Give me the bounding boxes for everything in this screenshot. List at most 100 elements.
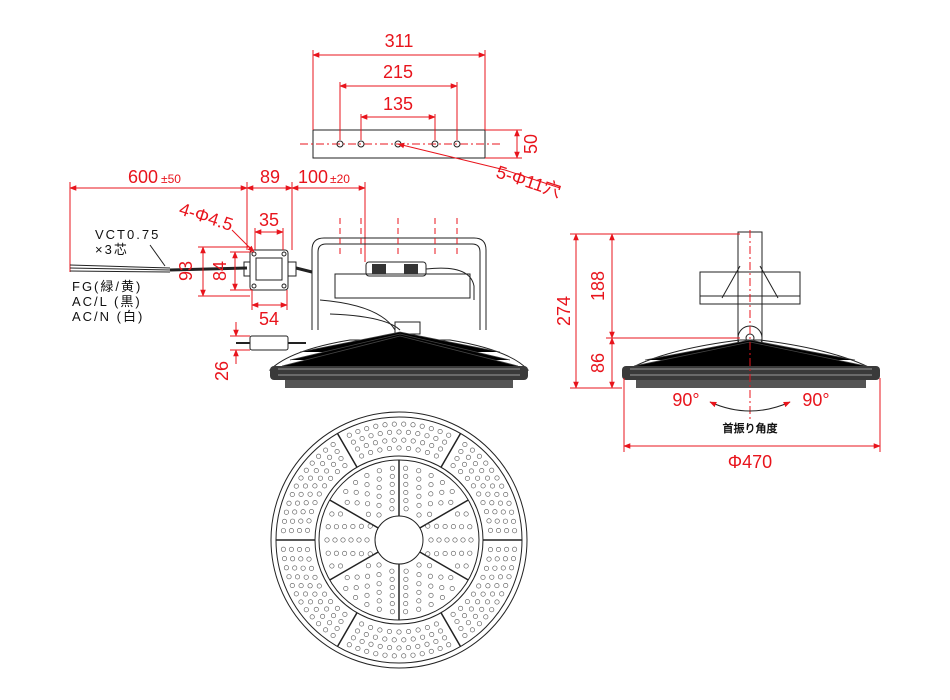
- led-dot: [376, 562, 382, 568]
- led-dot: [389, 473, 395, 479]
- led-dot: [442, 550, 448, 556]
- led-dot: [461, 613, 467, 619]
- led-dot: [316, 621, 322, 627]
- led-dot: [506, 500, 512, 506]
- led-dot: [312, 483, 318, 489]
- led-dot: [298, 583, 304, 589]
- led-dot: [433, 453, 439, 459]
- led-dot: [364, 537, 370, 543]
- led-dot: [354, 628, 360, 634]
- dim-600: 600: [128, 167, 158, 187]
- angle-right: 90°: [802, 390, 829, 410]
- led-dot: [298, 599, 304, 605]
- led-dot: [329, 511, 335, 517]
- led-dot: [333, 550, 339, 556]
- led-dot: [497, 500, 503, 506]
- led-dot: [344, 499, 350, 505]
- led-dot: [386, 628, 392, 634]
- led-dot: [427, 573, 433, 579]
- led-dot: [428, 592, 434, 598]
- led-dot: [389, 568, 395, 574]
- led-dot: [387, 429, 393, 435]
- led-dot: [312, 574, 318, 580]
- led-dot: [444, 537, 450, 543]
- led-dot: [427, 501, 433, 507]
- led-dot: [458, 625, 464, 631]
- led-dot: [494, 556, 500, 562]
- led-dot: [342, 524, 348, 530]
- led-dot: [410, 422, 416, 428]
- led-dot: [450, 524, 456, 530]
- led-dot: [504, 546, 510, 552]
- led-dot: [405, 429, 411, 435]
- led-dot: [468, 606, 474, 612]
- led-dot: [416, 468, 422, 474]
- led-dot: [323, 627, 329, 633]
- led-dot: [376, 468, 382, 474]
- led-dot: [420, 634, 426, 640]
- led-dot: [320, 613, 326, 619]
- led-dot: [359, 621, 365, 627]
- led-dot: [307, 491, 313, 497]
- led-dot: [334, 605, 340, 611]
- led-dot: [330, 613, 336, 619]
- led-dot: [401, 637, 407, 643]
- led-dot: [484, 599, 490, 605]
- led-dot: [376, 493, 382, 499]
- led-dot: [367, 551, 373, 557]
- led-dot: [364, 491, 370, 497]
- led-dot: [403, 489, 409, 495]
- led-dot: [419, 651, 425, 657]
- dim-600-tol: ±50: [161, 172, 181, 186]
- led-dot: [389, 576, 395, 582]
- hole-spec: 5-Φ11穴: [494, 162, 564, 202]
- led-dot: [303, 500, 309, 506]
- led-dot: [346, 642, 352, 648]
- led-dot: [452, 537, 458, 543]
- mount-holes: 4-Φ4.5: [177, 199, 236, 235]
- led-dot: [439, 594, 445, 600]
- led-dot: [353, 585, 359, 591]
- led-dot: [340, 537, 346, 543]
- led-dot: [307, 583, 313, 589]
- led-dot: [377, 643, 383, 649]
- led-dot: [454, 511, 460, 517]
- led-dot: [298, 556, 304, 562]
- led-dot: [290, 556, 296, 562]
- led-dot: [499, 591, 505, 597]
- led-dot: [454, 618, 460, 624]
- led-dot: [470, 483, 476, 489]
- led-dot: [425, 551, 431, 557]
- led-dot: [292, 509, 298, 515]
- led-dot: [419, 423, 425, 429]
- led-dot: [483, 614, 489, 620]
- led-dot: [499, 483, 505, 489]
- led-dot: [338, 618, 344, 624]
- led-dot: [436, 537, 442, 543]
- led-dot: [403, 593, 409, 599]
- led-dot: [353, 479, 359, 485]
- led-dot: [280, 528, 286, 534]
- led-dot: [343, 585, 349, 591]
- led-dot: [294, 574, 300, 580]
- led-dot: [376, 485, 382, 491]
- led-dot: [420, 440, 426, 446]
- angle-label: 首振り角度: [723, 421, 779, 435]
- led-dot: [288, 546, 294, 552]
- led-dot: [334, 625, 340, 631]
- led-dot: [467, 550, 473, 556]
- led-dot: [446, 642, 452, 648]
- led-dot: [389, 465, 395, 471]
- led-dot: [485, 491, 491, 497]
- led-dot: [492, 565, 498, 571]
- dim-274: 274: [554, 296, 574, 326]
- dim-135: 135: [383, 94, 413, 114]
- led-dot: [280, 546, 286, 552]
- led-dot: [376, 589, 382, 595]
- front-fins: [281, 331, 519, 367]
- led-dot: [354, 500, 360, 506]
- led-dot: [489, 483, 495, 489]
- led-dot: [337, 511, 343, 517]
- led-dot: [494, 518, 500, 524]
- led-dot: [464, 475, 470, 481]
